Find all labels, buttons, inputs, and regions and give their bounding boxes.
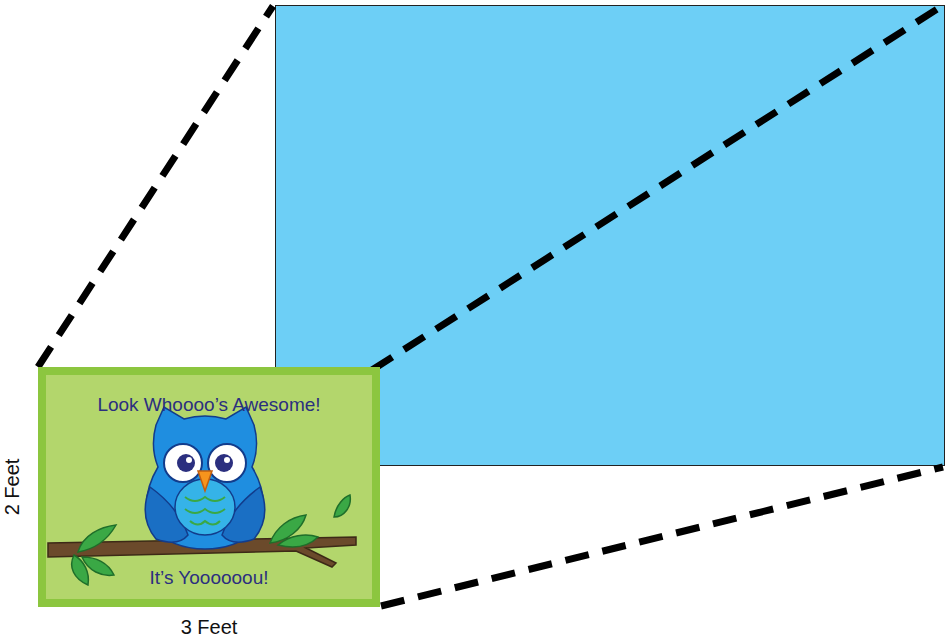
dimension-label: 3 Feet (181, 616, 238, 638)
poster-box: Look Whoooo’s Awesome! It’s Yoooooou! (38, 367, 380, 607)
poster-text: Look Whoooo’s Awesome! (46, 394, 372, 416)
poster-text: It’s Yoooooou! (46, 567, 372, 589)
dimension-label: 2 Feet (1, 459, 23, 516)
projection-lines (38, 6, 943, 606)
